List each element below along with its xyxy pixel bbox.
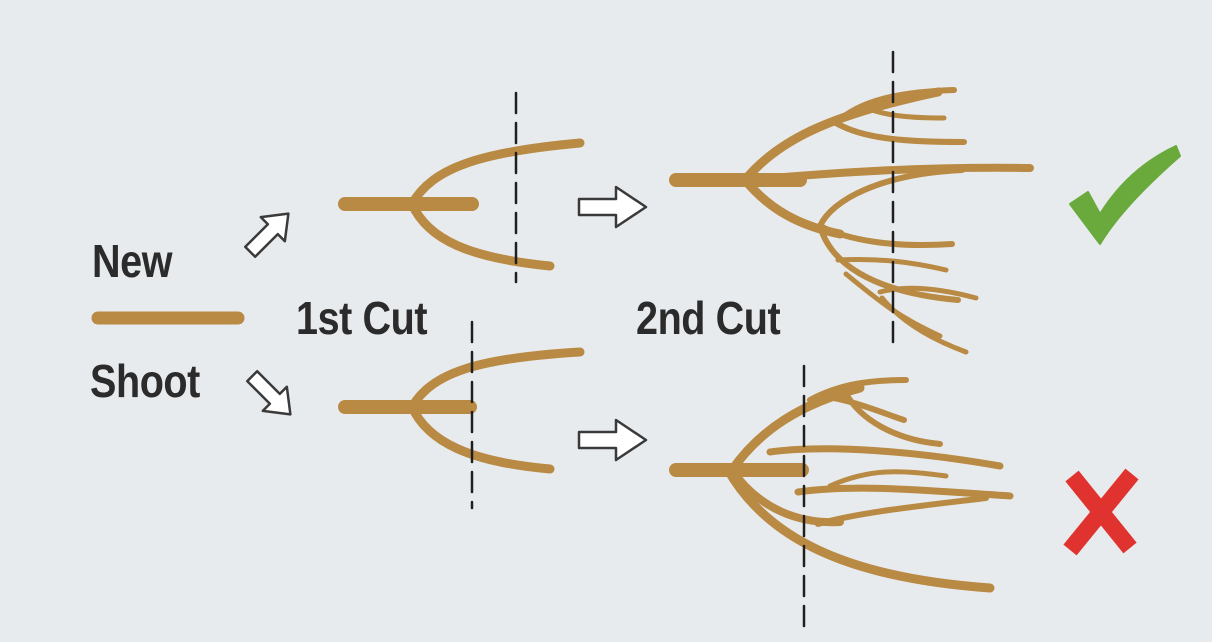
top-first-cut-branch <box>338 138 585 271</box>
bottom-right-arrow-icon <box>577 418 648 462</box>
top-second-cut-branch <box>669 87 1034 355</box>
legend-label-new: New <box>92 235 173 287</box>
up-right-arrow-icon <box>244 212 290 258</box>
second-cut-label: 2nd Cut <box>636 292 781 344</box>
cross-icon <box>1063 468 1139 556</box>
legend-label-shoot: Shoot <box>90 355 200 407</box>
top-right-arrow-icon <box>577 185 648 229</box>
first-cut-label: 1st Cut <box>296 292 428 344</box>
down-right-arrow-icon <box>246 370 292 416</box>
bottom-second-cut-branch <box>669 377 1014 593</box>
check-icon <box>1069 145 1181 245</box>
bottom-first-cut-branch <box>338 347 585 474</box>
